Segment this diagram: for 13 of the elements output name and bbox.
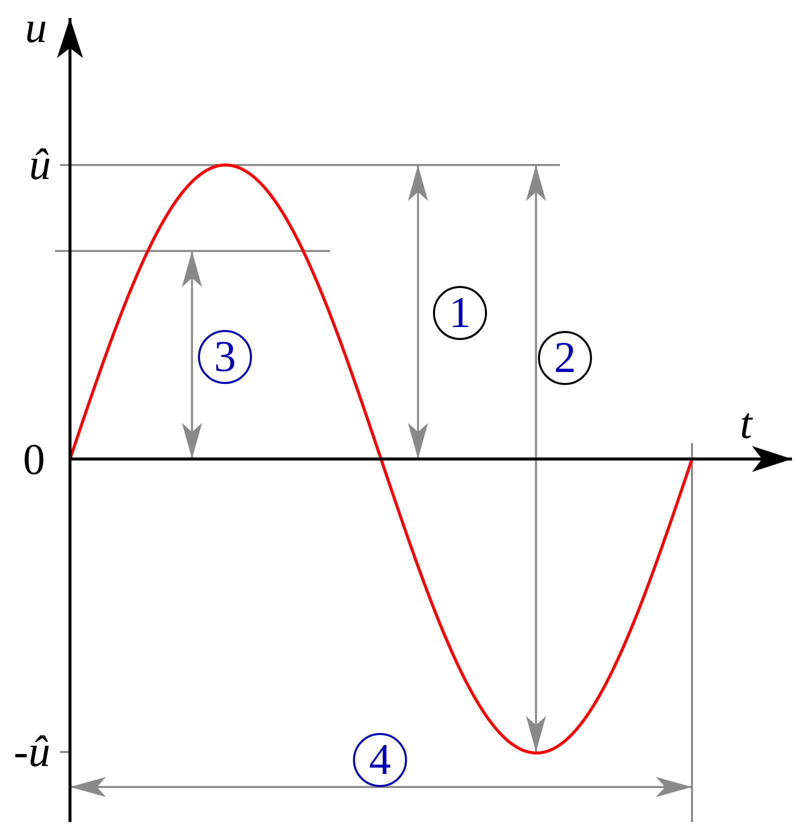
axis-label: u (25, 6, 47, 50)
callout-circle (198, 330, 252, 384)
axis-tick-label: 0 (23, 438, 45, 482)
callout-circle (433, 286, 487, 340)
callout-circle (353, 733, 407, 787)
callout-number: 3 (214, 335, 236, 379)
axis-tick-label: -û (14, 730, 50, 774)
axis-tick-label: û (29, 143, 51, 187)
callout-number: 2 (554, 336, 576, 380)
callout-number: 1 (449, 291, 471, 335)
callout-number: 4 (369, 738, 391, 782)
axis-label: t (740, 402, 752, 446)
callout-circle (538, 331, 592, 385)
